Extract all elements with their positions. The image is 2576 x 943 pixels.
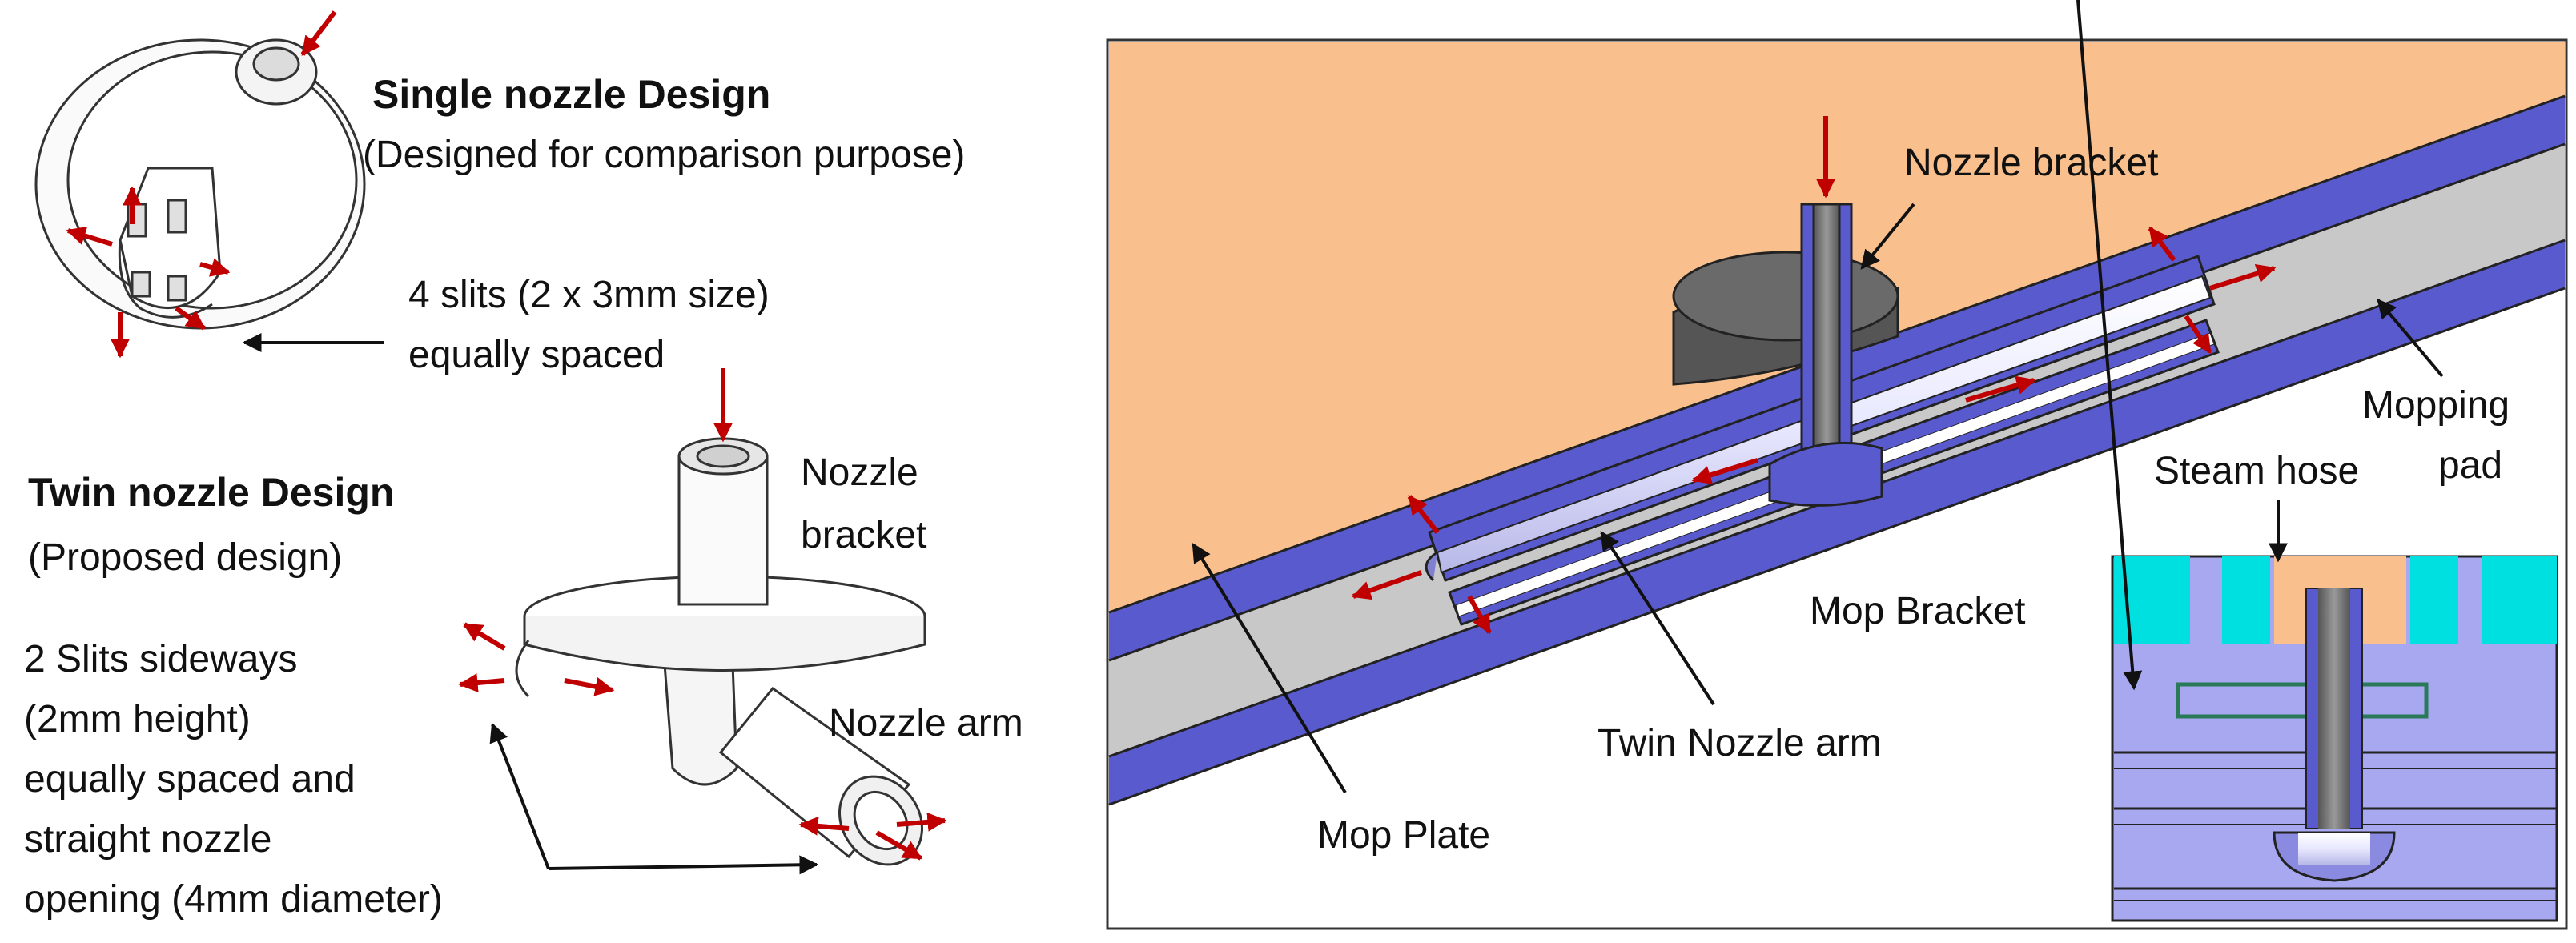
single-nozzle-drawing [34, 38, 366, 330]
single-slits-line2: equally spaced [408, 334, 665, 376]
section-nozzle-bracket-label: Nozzle bracket [1904, 142, 2159, 184]
single-nozzle-title: Single nozzle Design [372, 72, 771, 117]
twin-nozzle-subtitle: (Proposed design) [28, 536, 343, 579]
section-mopping-pad-label-1: Mopping [2362, 384, 2510, 427]
nozzle-bracket-section [1672, 203, 1899, 507]
twin-desc-line4: straight nozzle [24, 818, 272, 861]
twin-nozzle-arm-label: Nozzle arm [829, 702, 1023, 744]
section-twin-nozzle-arm-label: Twin Nozzle arm [1597, 722, 1882, 764]
single-nozzle-flow-arrows [66, 10, 337, 359]
section-steam-hose-label: Steam hose [2154, 450, 2360, 492]
twin-nozzle-drawing [515, 437, 926, 866]
twin-nozzle-bracket-label-1: Nozzle [801, 451, 918, 494]
section-pointer-arrows [1192, 0, 2444, 794]
mop-plate-bottom [1109, 240, 2565, 805]
single-nozzle-subtitle: (Designed for comparison purpose) [363, 134, 966, 176]
twin-desc-line5: opening (4mm diameter) [24, 878, 443, 921]
twin-desc-line2: (2mm height) [24, 698, 251, 740]
twin-desc-line1: 2 Slits sideways [24, 638, 298, 680]
twin-nozzle-flow-arrows [458, 368, 947, 861]
twin-nozzle-bracket-label-2: bracket [801, 514, 927, 556]
inset-detail [2111, 555, 2558, 922]
twin-desc-line3: equally spaced and [24, 758, 356, 801]
section-mopping-pad-label-2: pad [2438, 444, 2503, 487]
section-mop-bracket-label: Mop Bracket [1810, 590, 2026, 632]
section-mop-plate-label: Mop Plate [1317, 814, 1491, 857]
twin-nozzle-title: Twin nozzle Design [28, 470, 395, 515]
twin-opening-pointer-arrows [489, 722, 819, 875]
single-slits-line1: 4 slits (2 x 3mm size) [408, 274, 770, 316]
section-flow-arrows [1351, 116, 2277, 635]
